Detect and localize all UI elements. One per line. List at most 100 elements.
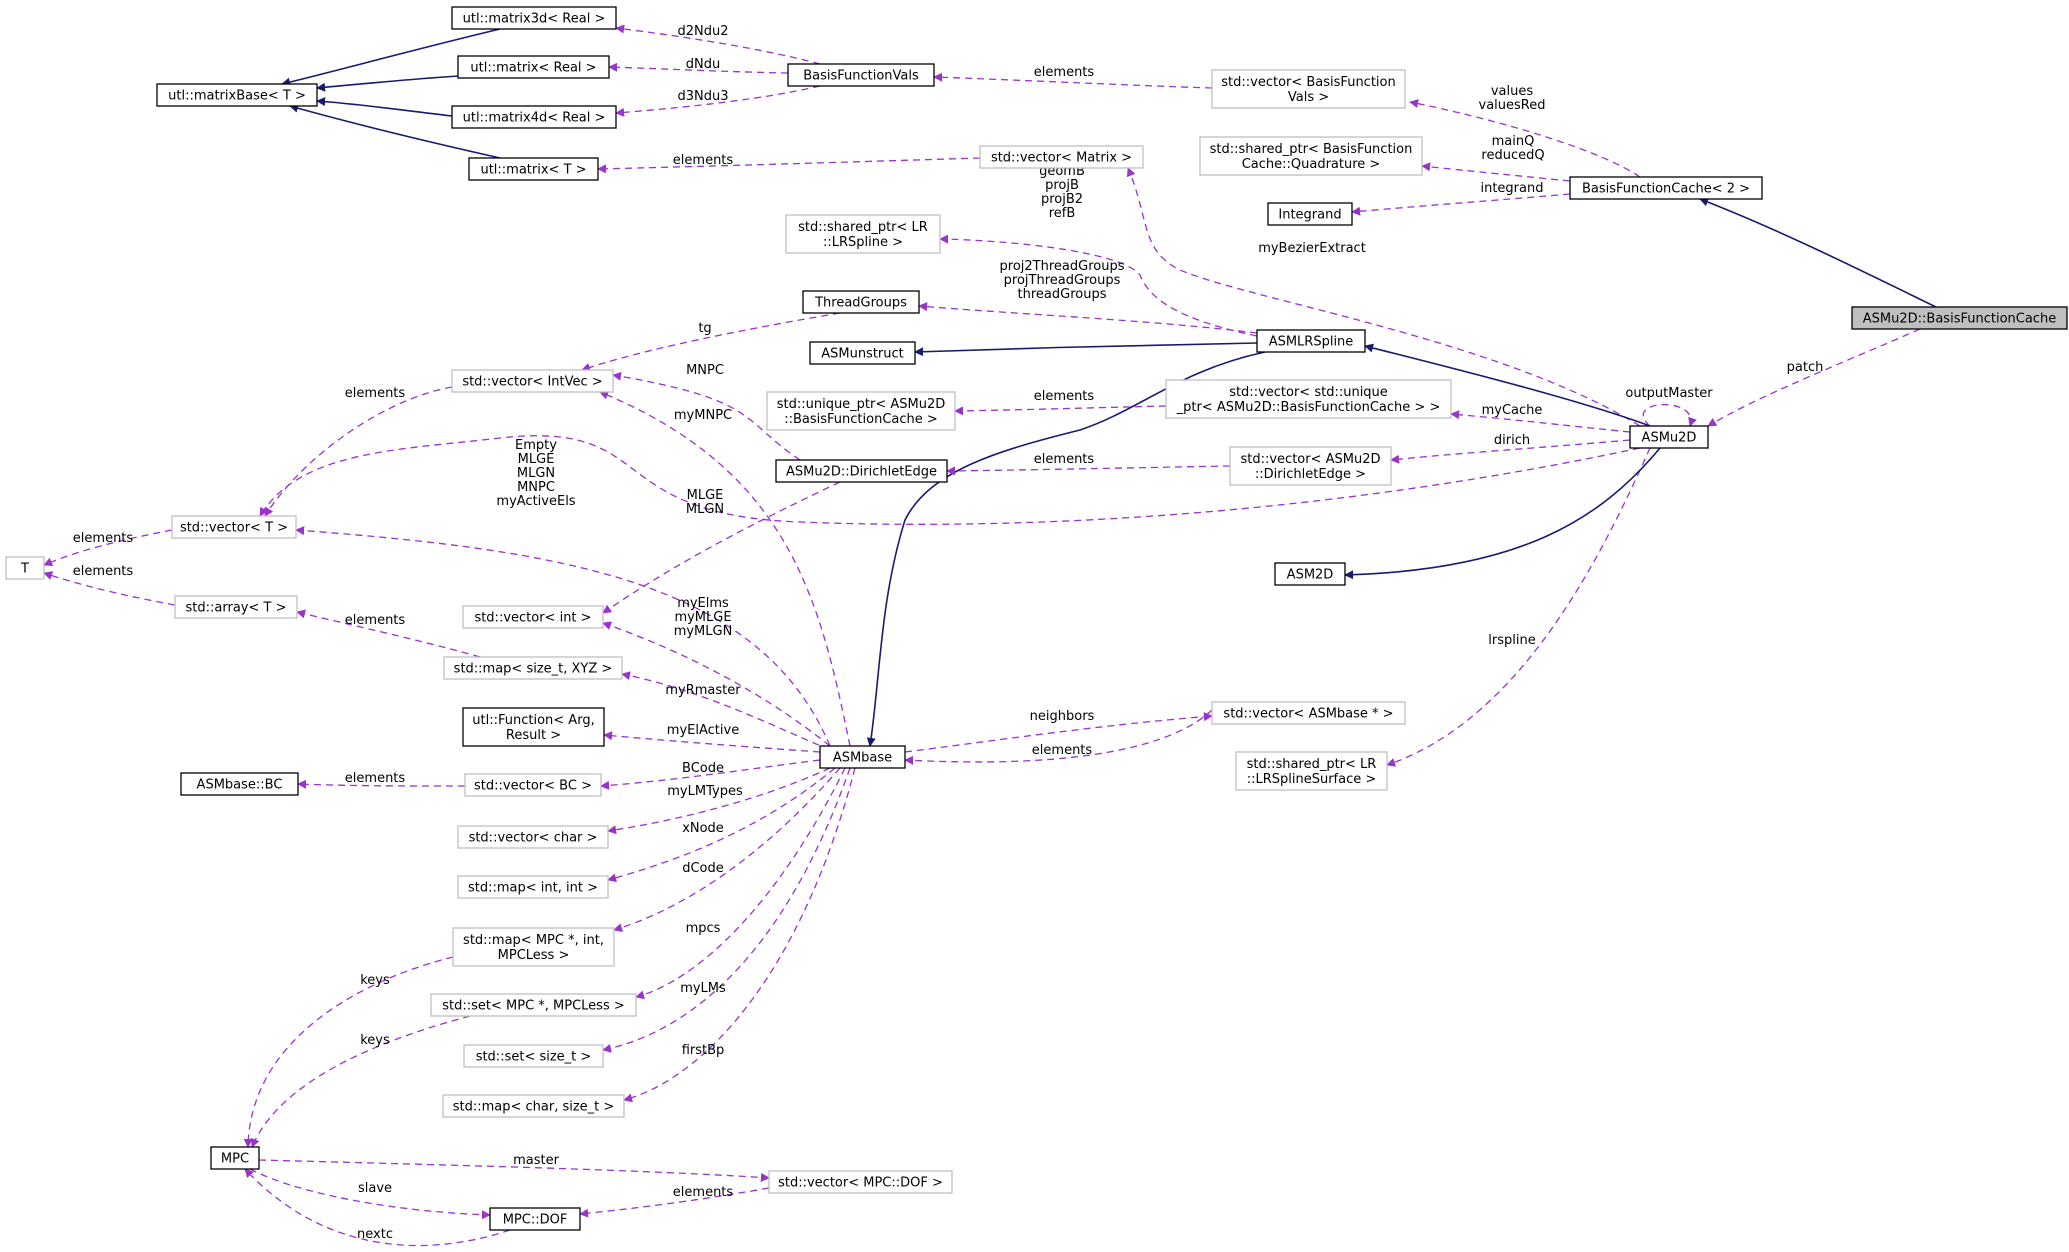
node-box — [979, 145, 1144, 169]
node-matT[interactable]: utl::matrix< T > — [468, 157, 599, 181]
node-box — [809, 341, 916, 365]
node-arrT: std::array< T > — [174, 595, 298, 619]
edge-label-elements-up: elements — [1034, 389, 1095, 404]
edge-label-mybezier: myBezierExtract — [1258, 241, 1366, 256]
edge-asmbase-setmpc — [635, 767, 846, 1000]
node-asm2d[interactable]: ASM2D — [1274, 562, 1346, 586]
node-label: std::array< T > — [186, 601, 287, 616]
node-box — [468, 157, 599, 181]
node-box — [430, 993, 637, 1017]
edge-label-elements-bfv: elements — [1034, 65, 1095, 80]
node-label: ASMu2D::BasisFunctionCache — [1863, 312, 2056, 327]
node-box — [1235, 751, 1388, 791]
edge-label-integrand: integrand — [1480, 181, 1543, 196]
node-dirichlet[interactable]: ASMu2D::DirichletEdge — [775, 459, 948, 483]
node-integrand[interactable]: Integrand — [1267, 202, 1353, 226]
node-box — [1229, 446, 1392, 486]
edge-label-master: master — [513, 1153, 559, 1168]
edge-label-bcode: BCode — [682, 761, 724, 776]
edge-label-mylmtypes: myLMTypes — [667, 784, 743, 799]
node-mpc[interactable]: MPC — [210, 1146, 260, 1170]
edge-asmu2d-asm2d — [1344, 447, 1661, 580]
edge-label-elements-T1: elements — [73, 531, 134, 546]
node-label: utl::matrixBase< T > — [168, 89, 306, 104]
node-vec-bc: std::vector< BC > — [464, 773, 602, 797]
node-box — [464, 773, 602, 797]
node-threadgroups[interactable]: ThreadGroups — [802, 290, 920, 314]
node-label: T — [20, 562, 29, 577]
edge-label-mymnpc: myMNPC — [674, 408, 732, 423]
edge-asmlr-threadgroups — [918, 302, 1258, 334]
edge-asmu2d-vecmatrix — [1127, 167, 1641, 427]
node-label: std::vector< char > — [469, 831, 598, 846]
node-vec-dirichlet: std::vector< ASMu2D::DirichletEdge > — [1229, 446, 1392, 486]
node-matreal[interactable]: utl::matrix< Real > — [457, 55, 610, 79]
edge-label-keys2: keys — [360, 1033, 390, 1048]
node-utlfunc[interactable]: utl::Function< Arg,Result > — [462, 707, 605, 747]
node-asmu2d-bfc[interactable]: ASMu2D::BasisFunctionCache — [1851, 306, 2068, 330]
node-asmunstruct[interactable]: ASMunstruct — [809, 341, 916, 365]
node-mat3d[interactable]: utl::matrix3d< Real > — [451, 6, 617, 30]
node-asmu2d[interactable]: ASMu2D — [1629, 425, 1709, 449]
edge-asmbase-vecasmbase — [904, 712, 1213, 753]
node-box — [462, 707, 605, 747]
edge-asmbase-mapxyz — [621, 671, 831, 751]
edge-label-elements-intvec: elements — [345, 386, 406, 401]
edge-asmlr-splrspline — [939, 234, 1258, 337]
node-box — [775, 459, 948, 483]
edge-label-dirich: dirich — [1494, 433, 1530, 448]
edge-bfvals-matreal — [608, 62, 789, 74]
node-matbase[interactable]: utl::matrixBase< T > — [156, 83, 318, 107]
edge-label-elements-T2: elements — [73, 564, 134, 579]
node-box — [457, 875, 609, 899]
node-vec-asmbase: std::vector< ASMbase * > — [1211, 701, 1406, 725]
edge-asmbase-mapchar — [623, 767, 856, 1103]
node-label: std::map< size_t, XYZ > — [454, 662, 613, 677]
edge-label-mylms: myLMs — [680, 981, 726, 996]
node-box — [451, 369, 614, 393]
node-bfvals[interactable]: BasisFunctionVals — [787, 63, 935, 87]
node-mpcdof[interactable]: MPC::DOF — [489, 1207, 581, 1231]
edge-mpcdof-mpc — [244, 1168, 511, 1247]
edge-label-keys1: keys — [360, 973, 390, 988]
edge-label-d3ndu3: d3Ndu3 — [677, 89, 728, 104]
edge-asmu2dbfc-bfc2 — [1699, 197, 1937, 308]
node-map-mpc: std::map< MPC *, int,MPCLess > — [452, 927, 615, 967]
edge-asmbase-vecint — [602, 621, 831, 747]
node-bfc2[interactable]: BasisFunctionCache< 2 > — [1569, 176, 1763, 200]
node-map-xyz: std::map< size_t, XYZ > — [443, 656, 623, 680]
edge-label-tg: tg — [698, 321, 711, 336]
edge-bfc2-vecbfvals — [1409, 99, 1641, 178]
node-box — [174, 595, 298, 619]
node-mat4d[interactable]: utl::matrix4d< Real > — [451, 105, 617, 129]
node-asmlrspline[interactable]: ASMLRSpline — [1256, 329, 1366, 353]
edge-vecmatrix-matT — [597, 157, 981, 174]
node-box — [489, 1207, 581, 1231]
node-box — [451, 105, 617, 129]
edge-label-mnpc: MNPC — [686, 363, 724, 378]
node-box — [451, 6, 617, 30]
edge-vecasmbase-asmbase — [904, 709, 1213, 765]
edge-label-nextc: nextc — [357, 1227, 393, 1242]
edge-label-firstbp: firstBp — [682, 1043, 725, 1058]
edge-mat4d-matbase — [316, 97, 453, 117]
node-box — [802, 290, 920, 314]
edge-bfc2-integrand — [1351, 193, 1571, 216]
node-label: std::vector< T > — [180, 521, 288, 536]
node-label: Integrand — [1278, 208, 1341, 223]
node-label: utl::matrix< Real > — [470, 61, 596, 76]
edge-mat3d-matbase — [281, 28, 501, 87]
node-box — [462, 605, 604, 629]
node-label: BasisFunctionCache< 2 > — [1582, 182, 1750, 197]
edge-label-lrspline: lrspline — [1488, 633, 1535, 648]
edge-label-dcode: dCode — [682, 861, 724, 876]
edge-mpc-mpcdof — [249, 1168, 491, 1220]
node-bc[interactable]: ASMbase::BC — [180, 772, 299, 796]
node-box — [1629, 425, 1709, 449]
edge-upbfc-vecintvec — [612, 371, 801, 461]
node-label: utl::matrix4d< Real > — [463, 111, 606, 126]
node-label: std::vector< ASMbase * > — [1223, 707, 1393, 722]
node-asmbase[interactable]: ASMbase — [819, 745, 906, 769]
